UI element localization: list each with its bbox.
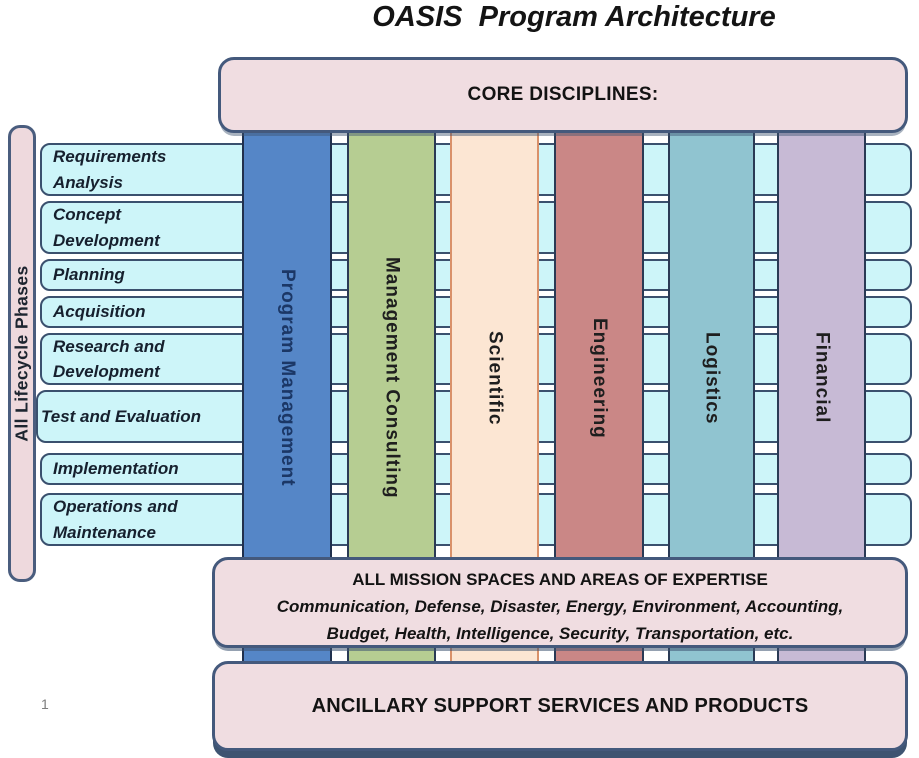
page-title: OASIS Program Architecture (372, 1, 776, 33)
discipline-column-logistics: Logistics (668, 131, 755, 758)
discipline-label: Scientific (484, 330, 506, 426)
lifecycle-row-label: Operations and Maintenance (53, 497, 178, 542)
mission-spaces-box: ALL MISSION SPACES AND AREAS OF EXPERTIS… (212, 557, 908, 648)
mission-spaces-line1: Communication, Defense, Disaster, Energy… (276, 596, 844, 616)
discipline-column-engineering: Engineering (554, 131, 644, 758)
discipline-column-financial: Financial (777, 131, 866, 758)
discipline-label: Engineering (589, 317, 610, 439)
lifecycle-row-label: Research and Development (53, 336, 165, 382)
discipline-column-management-consulting: Management Consulting (347, 131, 436, 758)
discipline-label: Management Consulting (381, 257, 403, 499)
discipline-label: Logistics (701, 331, 723, 425)
lifecycle-row-label: Requirements Analysis (53, 147, 167, 192)
discipline-label: Program Management (277, 269, 298, 487)
ancillary-support-label: ANCILLARY SUPPORT SERVICES AND PRODUCTS (311, 694, 809, 717)
lifecycle-row-label: Implementation (53, 459, 179, 479)
mission-spaces-heading: ALL MISSION SPACES AND AREAS OF EXPERTIS… (352, 570, 768, 589)
discipline-column-program-management: Program Management (242, 131, 332, 758)
lifecycle-row-label: Concept Development (53, 205, 160, 250)
ancillary-support-box: ANCILLARY SUPPORT SERVICES AND PRODUCTS (212, 661, 908, 751)
mission-spaces-line2: Budget, Health, Intelligence, Security, … (326, 623, 794, 643)
lifecycle-phases-sidebar: All Lifecycle Phases (8, 125, 36, 582)
lifecycle-row-label: Planning (53, 265, 125, 285)
discipline-label: Financial (811, 332, 833, 424)
lifecycle-row-label: Acquisition (53, 302, 146, 322)
lifecycle-row-label: Test and Evaluation (41, 406, 201, 426)
page-number: 1 (41, 696, 49, 712)
discipline-column-scientific: Scientific (450, 131, 539, 758)
core-disciplines-label: CORE DISCIPLINES: (467, 84, 659, 105)
sidebar-label: All Lifecycle Phases (11, 265, 32, 442)
core-disciplines-box: CORE DISCIPLINES: (218, 57, 908, 133)
